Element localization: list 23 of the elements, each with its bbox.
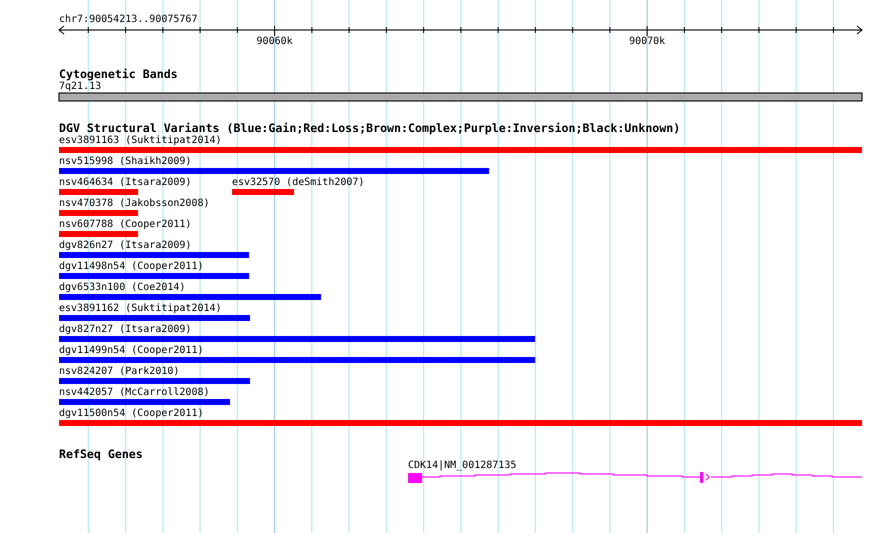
track-title: RefSeq Genes <box>59 448 143 460</box>
track-label: nsv442057 (McCarroll2008) <box>59 387 210 399</box>
track-title: Cytogenetic Bands <box>59 68 178 80</box>
track-label: esv3891163 (Suktitipat2014) <box>59 135 222 147</box>
axis-tick-label: 90060k <box>256 36 293 48</box>
track-label: dgv827n27 (Itsara2009) <box>59 324 192 336</box>
track-label: nsv464634 (Itsara2009) <box>59 177 192 189</box>
track-label: dgv11498n54 (Cooper2011) <box>59 261 204 273</box>
track-label: nsv607788 (Cooper2011) <box>59 219 192 231</box>
track-title: DGV Structural Variants (Blue:Gain;Red:Loss;Brown:Complex;Purple:Inversion;Black:Unknown) <box>59 122 680 134</box>
track-label: esv32570 (deSmith2007) <box>232 177 364 189</box>
track-label: CDK14|NM_001287135 <box>408 460 516 472</box>
track-label: nsv470378 (Jakobsson2008) <box>59 198 210 210</box>
track-label: dgv826n27 (Itsara2009) <box>59 240 192 252</box>
track-label: dgv11500n54 (Cooper2011) <box>59 408 204 420</box>
track-label: chr7:90054213..90075767 <box>59 14 198 26</box>
track-label: esv3891162 (Suktitipat2014) <box>59 303 222 315</box>
track-label: dgv11499n54 (Cooper2011) <box>59 345 204 357</box>
track-label: nsv515998 (Shaikh2009) <box>59 156 192 168</box>
track-label: dgv6533n100 (Coe2014) <box>59 282 186 294</box>
axis-tick-label: 90070k <box>629 36 666 48</box>
track-label: 7q21.13 <box>59 81 102 93</box>
track-label: nsv824207 (Park2010) <box>59 366 180 378</box>
